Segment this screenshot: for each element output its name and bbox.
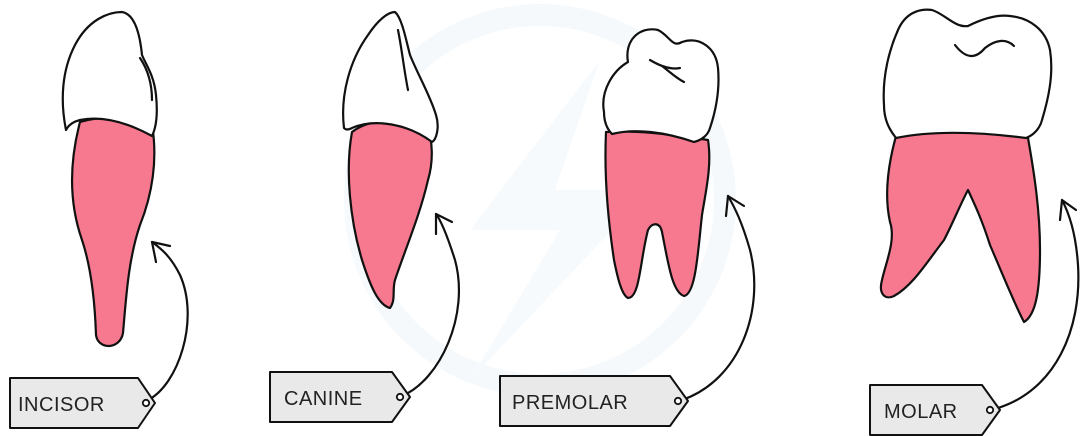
- incisor-label: INCISOR: [18, 394, 105, 416]
- canine-tag: CANINE: [270, 372, 410, 422]
- premolar-root: [605, 132, 709, 298]
- incisor-tooth: [63, 12, 157, 346]
- incisor-tag: INCISOR: [10, 378, 155, 428]
- molar-label: MOLAR: [884, 401, 958, 423]
- incisor-crown: [63, 12, 157, 136]
- molar-root: [881, 132, 1040, 322]
- incisor-root: [72, 118, 154, 346]
- molar-tag: MOLAR: [870, 385, 1000, 435]
- premolar-label: PREMOLAR: [512, 392, 628, 414]
- molar-crown: [884, 10, 1052, 138]
- premolar-tag: PREMOLAR: [500, 376, 688, 426]
- canine-crown: [343, 12, 438, 142]
- premolar-crown: [603, 29, 718, 142]
- premolar-tooth: [603, 29, 718, 298]
- canine-label: CANINE: [284, 388, 363, 410]
- incisor-arrow: [148, 242, 188, 400]
- molar-tooth: [881, 10, 1051, 322]
